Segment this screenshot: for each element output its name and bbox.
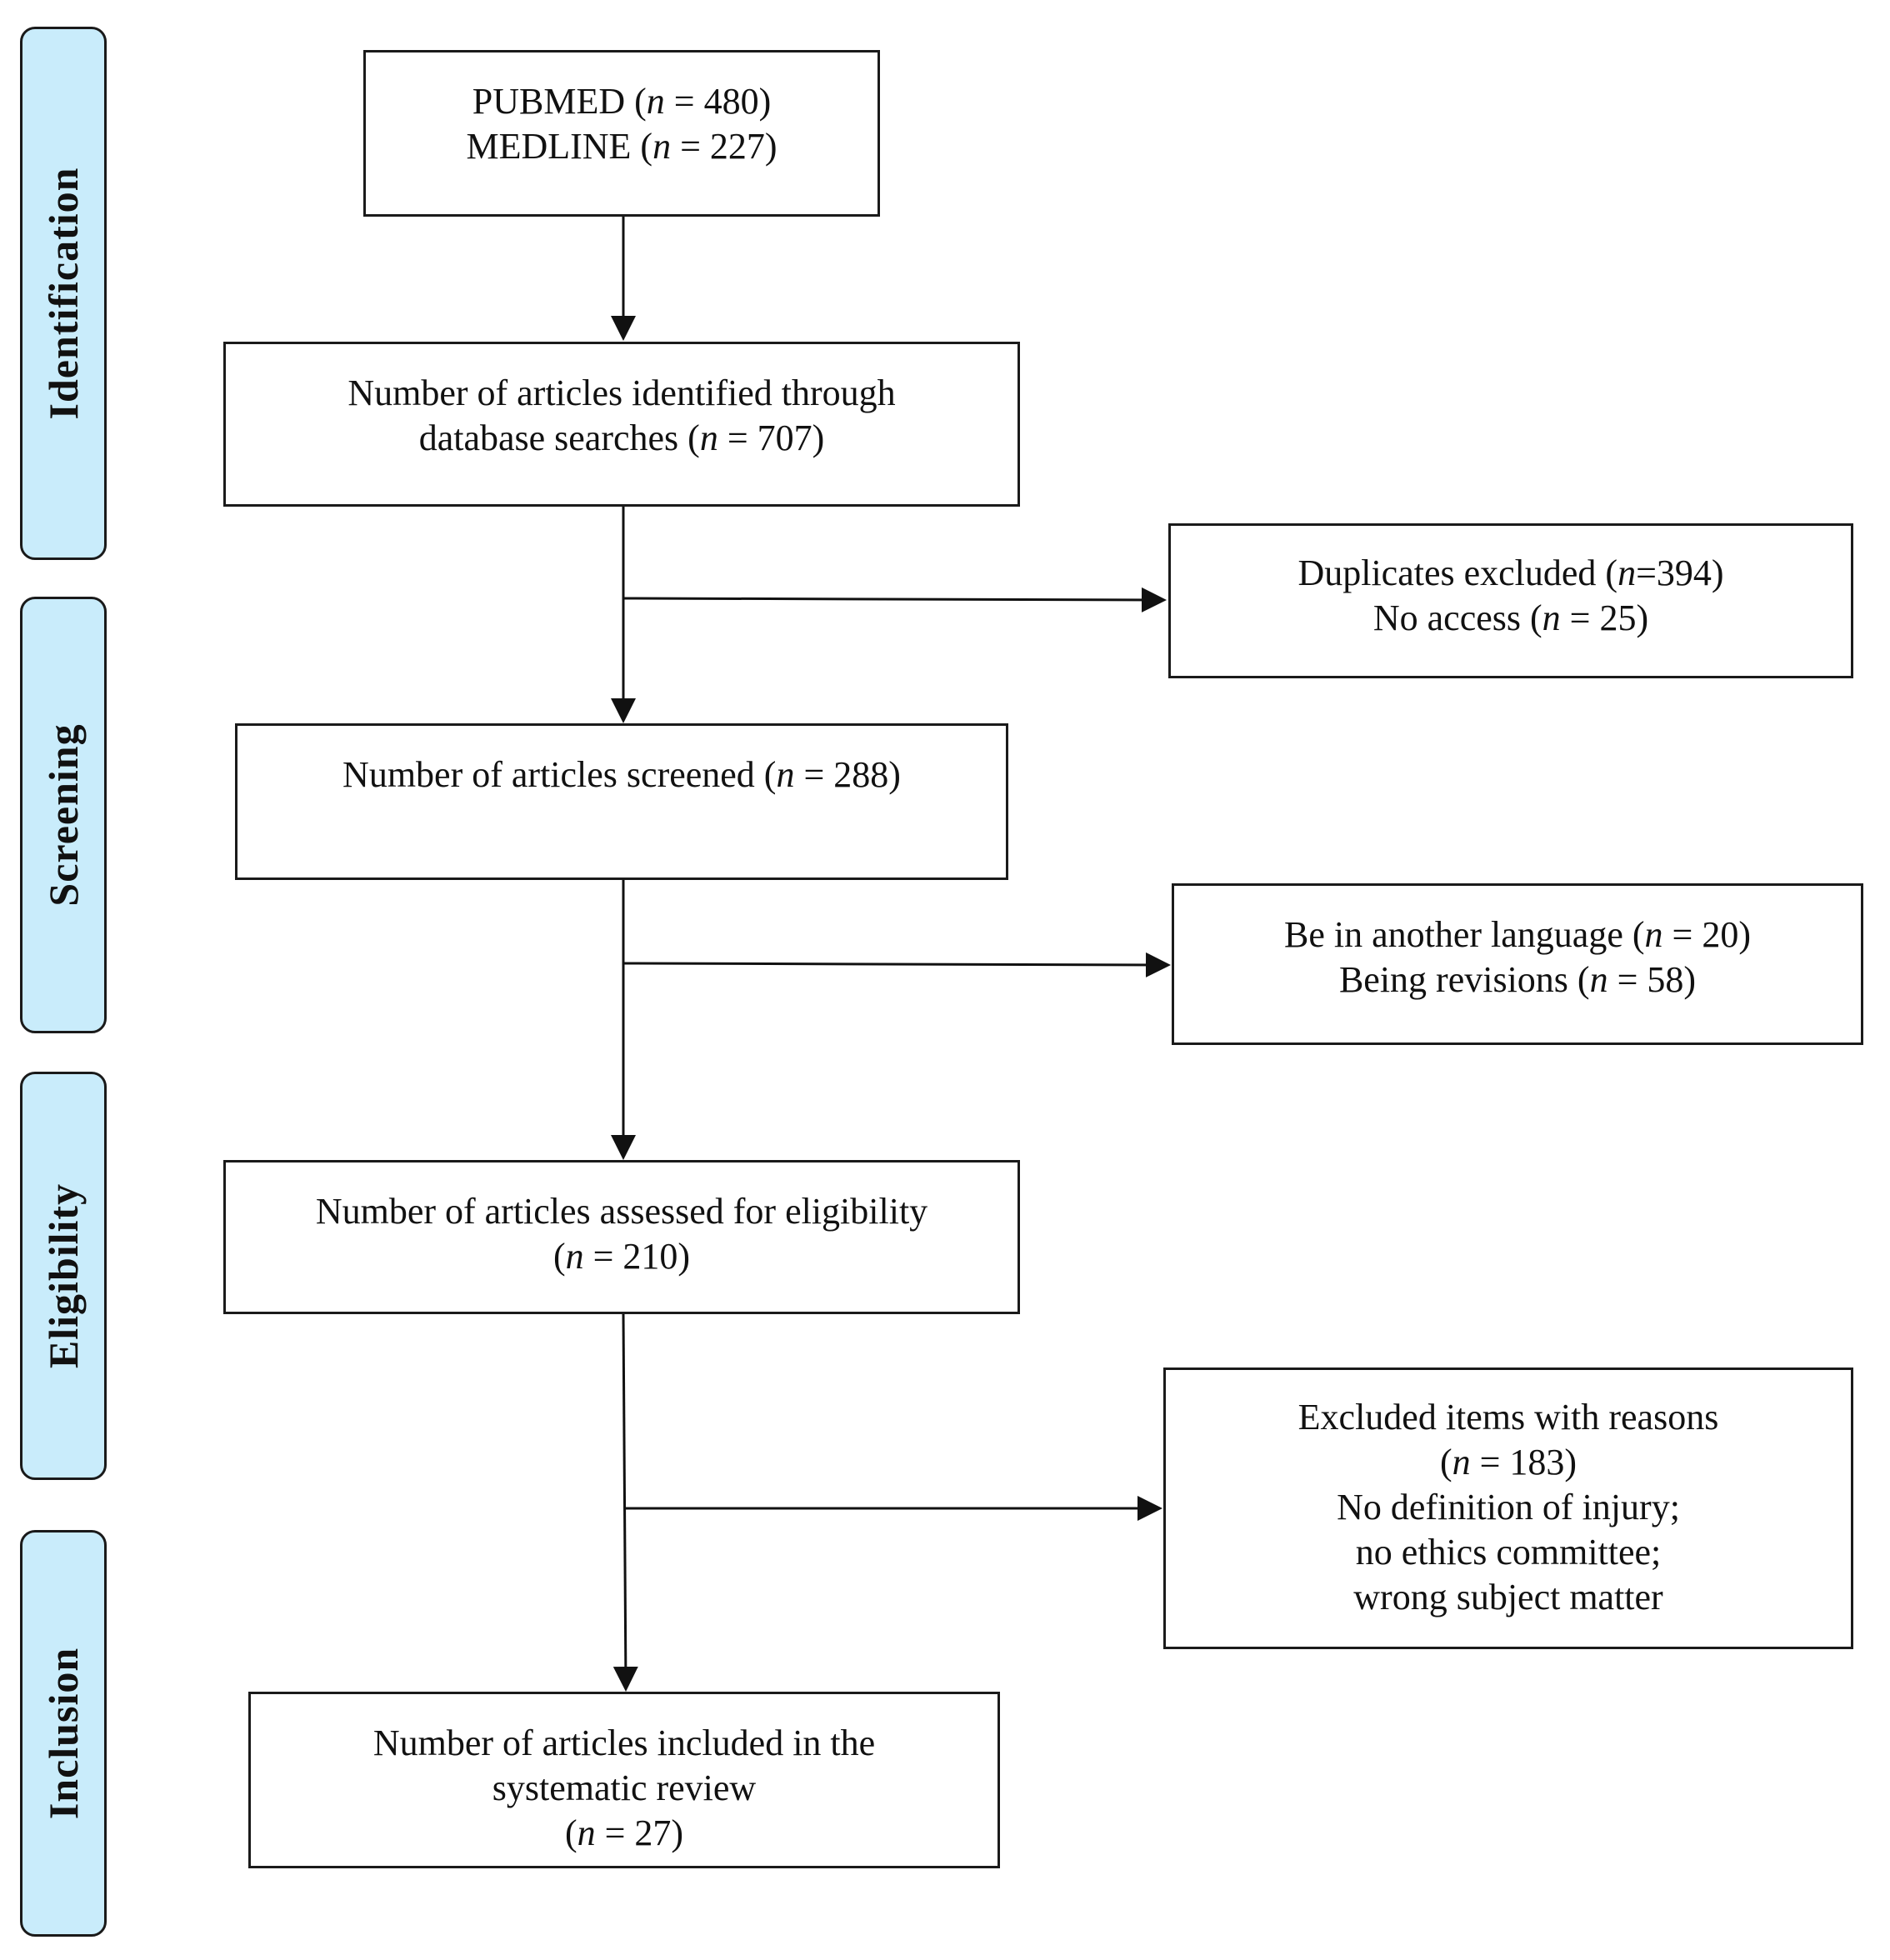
phase-identification: Identification bbox=[20, 27, 107, 560]
eligibility-text: ( bbox=[552, 1236, 566, 1277]
identified-text: Number of articles identified through bbox=[348, 372, 896, 413]
language-text: = 20) bbox=[1662, 914, 1751, 955]
databases-text: MEDLINE ( bbox=[466, 126, 653, 167]
language-n-symbol: n bbox=[1589, 959, 1608, 1000]
duplicates-box: Duplicates excluded (n=394)No access (n … bbox=[1168, 523, 1853, 678]
identified-line-2: database searches (n = 707) bbox=[419, 416, 825, 461]
excluded-text: Excluded items with reasons bbox=[1298, 1397, 1719, 1438]
databases-n-symbol: n bbox=[646, 81, 665, 122]
included-text: = 27) bbox=[595, 1812, 684, 1853]
included-line-2: systematic review bbox=[492, 1766, 756, 1811]
included-text: ( bbox=[564, 1812, 578, 1853]
duplicates-n-symbol: n bbox=[1542, 598, 1561, 638]
databases-text: = 227) bbox=[671, 126, 778, 167]
databases-line-2: MEDLINE (n = 227) bbox=[466, 124, 777, 169]
duplicates-n-symbol: n bbox=[1618, 552, 1637, 593]
language-n-symbol: n bbox=[1644, 914, 1663, 955]
phase-inclusion-label: Inclusion bbox=[40, 1647, 87, 1820]
eligibility-n-symbol: n bbox=[565, 1236, 584, 1277]
phase-eligibility: Eligibility bbox=[20, 1072, 107, 1480]
screened-box: Number of articles screened (n = 288) bbox=[235, 723, 1008, 880]
eligibility-line-2: (n = 210) bbox=[553, 1234, 690, 1279]
excluded-text: no ethics committee; bbox=[1355, 1532, 1662, 1572]
phase-inclusion: Inclusion bbox=[20, 1530, 107, 1937]
screened-n-symbol: n bbox=[776, 754, 795, 795]
phase-screening-label: Screening bbox=[40, 723, 87, 907]
duplicates-text: = 25) bbox=[1560, 598, 1649, 638]
duplicates-text: =394) bbox=[1636, 552, 1724, 593]
identified-text: = 707) bbox=[718, 418, 825, 458]
excluded-line-5: wrong subject matter bbox=[1353, 1575, 1662, 1620]
excluded-n-symbol: n bbox=[1452, 1442, 1471, 1482]
connector-eligibility-to-included bbox=[612, 1313, 638, 1692]
excluded-text: ( bbox=[1439, 1442, 1452, 1482]
language-box: Be in another language (n = 20)Being rev… bbox=[1172, 883, 1863, 1045]
eligibility-line-1: Number of articles assessed for eligibil… bbox=[316, 1189, 928, 1234]
eligibility-text: Number of articles assessed for eligibil… bbox=[315, 1191, 928, 1232]
included-text: systematic review bbox=[492, 1768, 757, 1808]
databases-n-symbol: n bbox=[652, 126, 672, 167]
language-text: Being revisions ( bbox=[1338, 959, 1590, 1000]
included-line-1: Number of articles included in the bbox=[373, 1721, 875, 1766]
duplicates-line-2: No access (n = 25) bbox=[1373, 596, 1648, 641]
excluded-text: No definition of injury; bbox=[1337, 1487, 1680, 1528]
language-text: = 58) bbox=[1608, 959, 1697, 1000]
arrow-to-language bbox=[622, 952, 1171, 978]
phase-eligibility-label: Eligibility bbox=[40, 1182, 87, 1369]
included-box: Number of articles included in the system… bbox=[248, 1692, 1000, 1868]
included-text: Number of articles included in the bbox=[372, 1722, 876, 1763]
language-text: Be in another language ( bbox=[1284, 914, 1645, 955]
included-n-symbol: n bbox=[577, 1812, 596, 1853]
identified-line-1: Number of articles identified through bbox=[348, 371, 895, 416]
databases-text: = 480) bbox=[664, 81, 772, 122]
excluded-text: wrong subject matter bbox=[1353, 1577, 1663, 1618]
arrow-to-duplicates bbox=[622, 587, 1167, 612]
eligibility-box: Number of articles assessed for eligibil… bbox=[223, 1160, 1020, 1314]
screened-line-1: Number of articles screened (n = 288) bbox=[342, 752, 901, 798]
databases-text: PUBMED ( bbox=[472, 81, 647, 122]
databases-box: PUBMED (n = 480)MEDLINE (n = 227) bbox=[363, 50, 880, 217]
eligibility-text: = 210) bbox=[583, 1236, 691, 1277]
excluded-line-4: no ethics committee; bbox=[1356, 1530, 1662, 1575]
included-line-3: (n = 27) bbox=[565, 1811, 683, 1856]
excluded-line-3: No definition of injury; bbox=[1337, 1485, 1680, 1530]
excluded-text: = 183) bbox=[1470, 1442, 1578, 1482]
identified-text: database searches ( bbox=[418, 418, 700, 458]
screened-text: = 288) bbox=[794, 754, 901, 795]
excluded-line-2: (n = 183) bbox=[1440, 1440, 1577, 1485]
identified-n-symbol: n bbox=[699, 418, 718, 458]
databases-line-1: PUBMED (n = 480) bbox=[472, 79, 772, 124]
duplicates-text: No access ( bbox=[1372, 598, 1542, 638]
duplicates-text: Duplicates excluded ( bbox=[1298, 552, 1618, 593]
language-line-2: Being revisions (n = 58) bbox=[1339, 958, 1696, 1002]
duplicates-line-1: Duplicates excluded (n=394) bbox=[1298, 551, 1723, 596]
language-line-1: Be in another language (n = 20) bbox=[1284, 912, 1751, 958]
excluded-line-1: Excluded items with reasons bbox=[1298, 1395, 1719, 1440]
phase-screening: Screening bbox=[20, 597, 107, 1033]
phase-identification-label: Identification bbox=[40, 167, 87, 420]
excluded-box: Excluded items with reasons(n = 183)No d… bbox=[1163, 1368, 1853, 1649]
screened-text: Number of articles screened ( bbox=[342, 754, 777, 795]
